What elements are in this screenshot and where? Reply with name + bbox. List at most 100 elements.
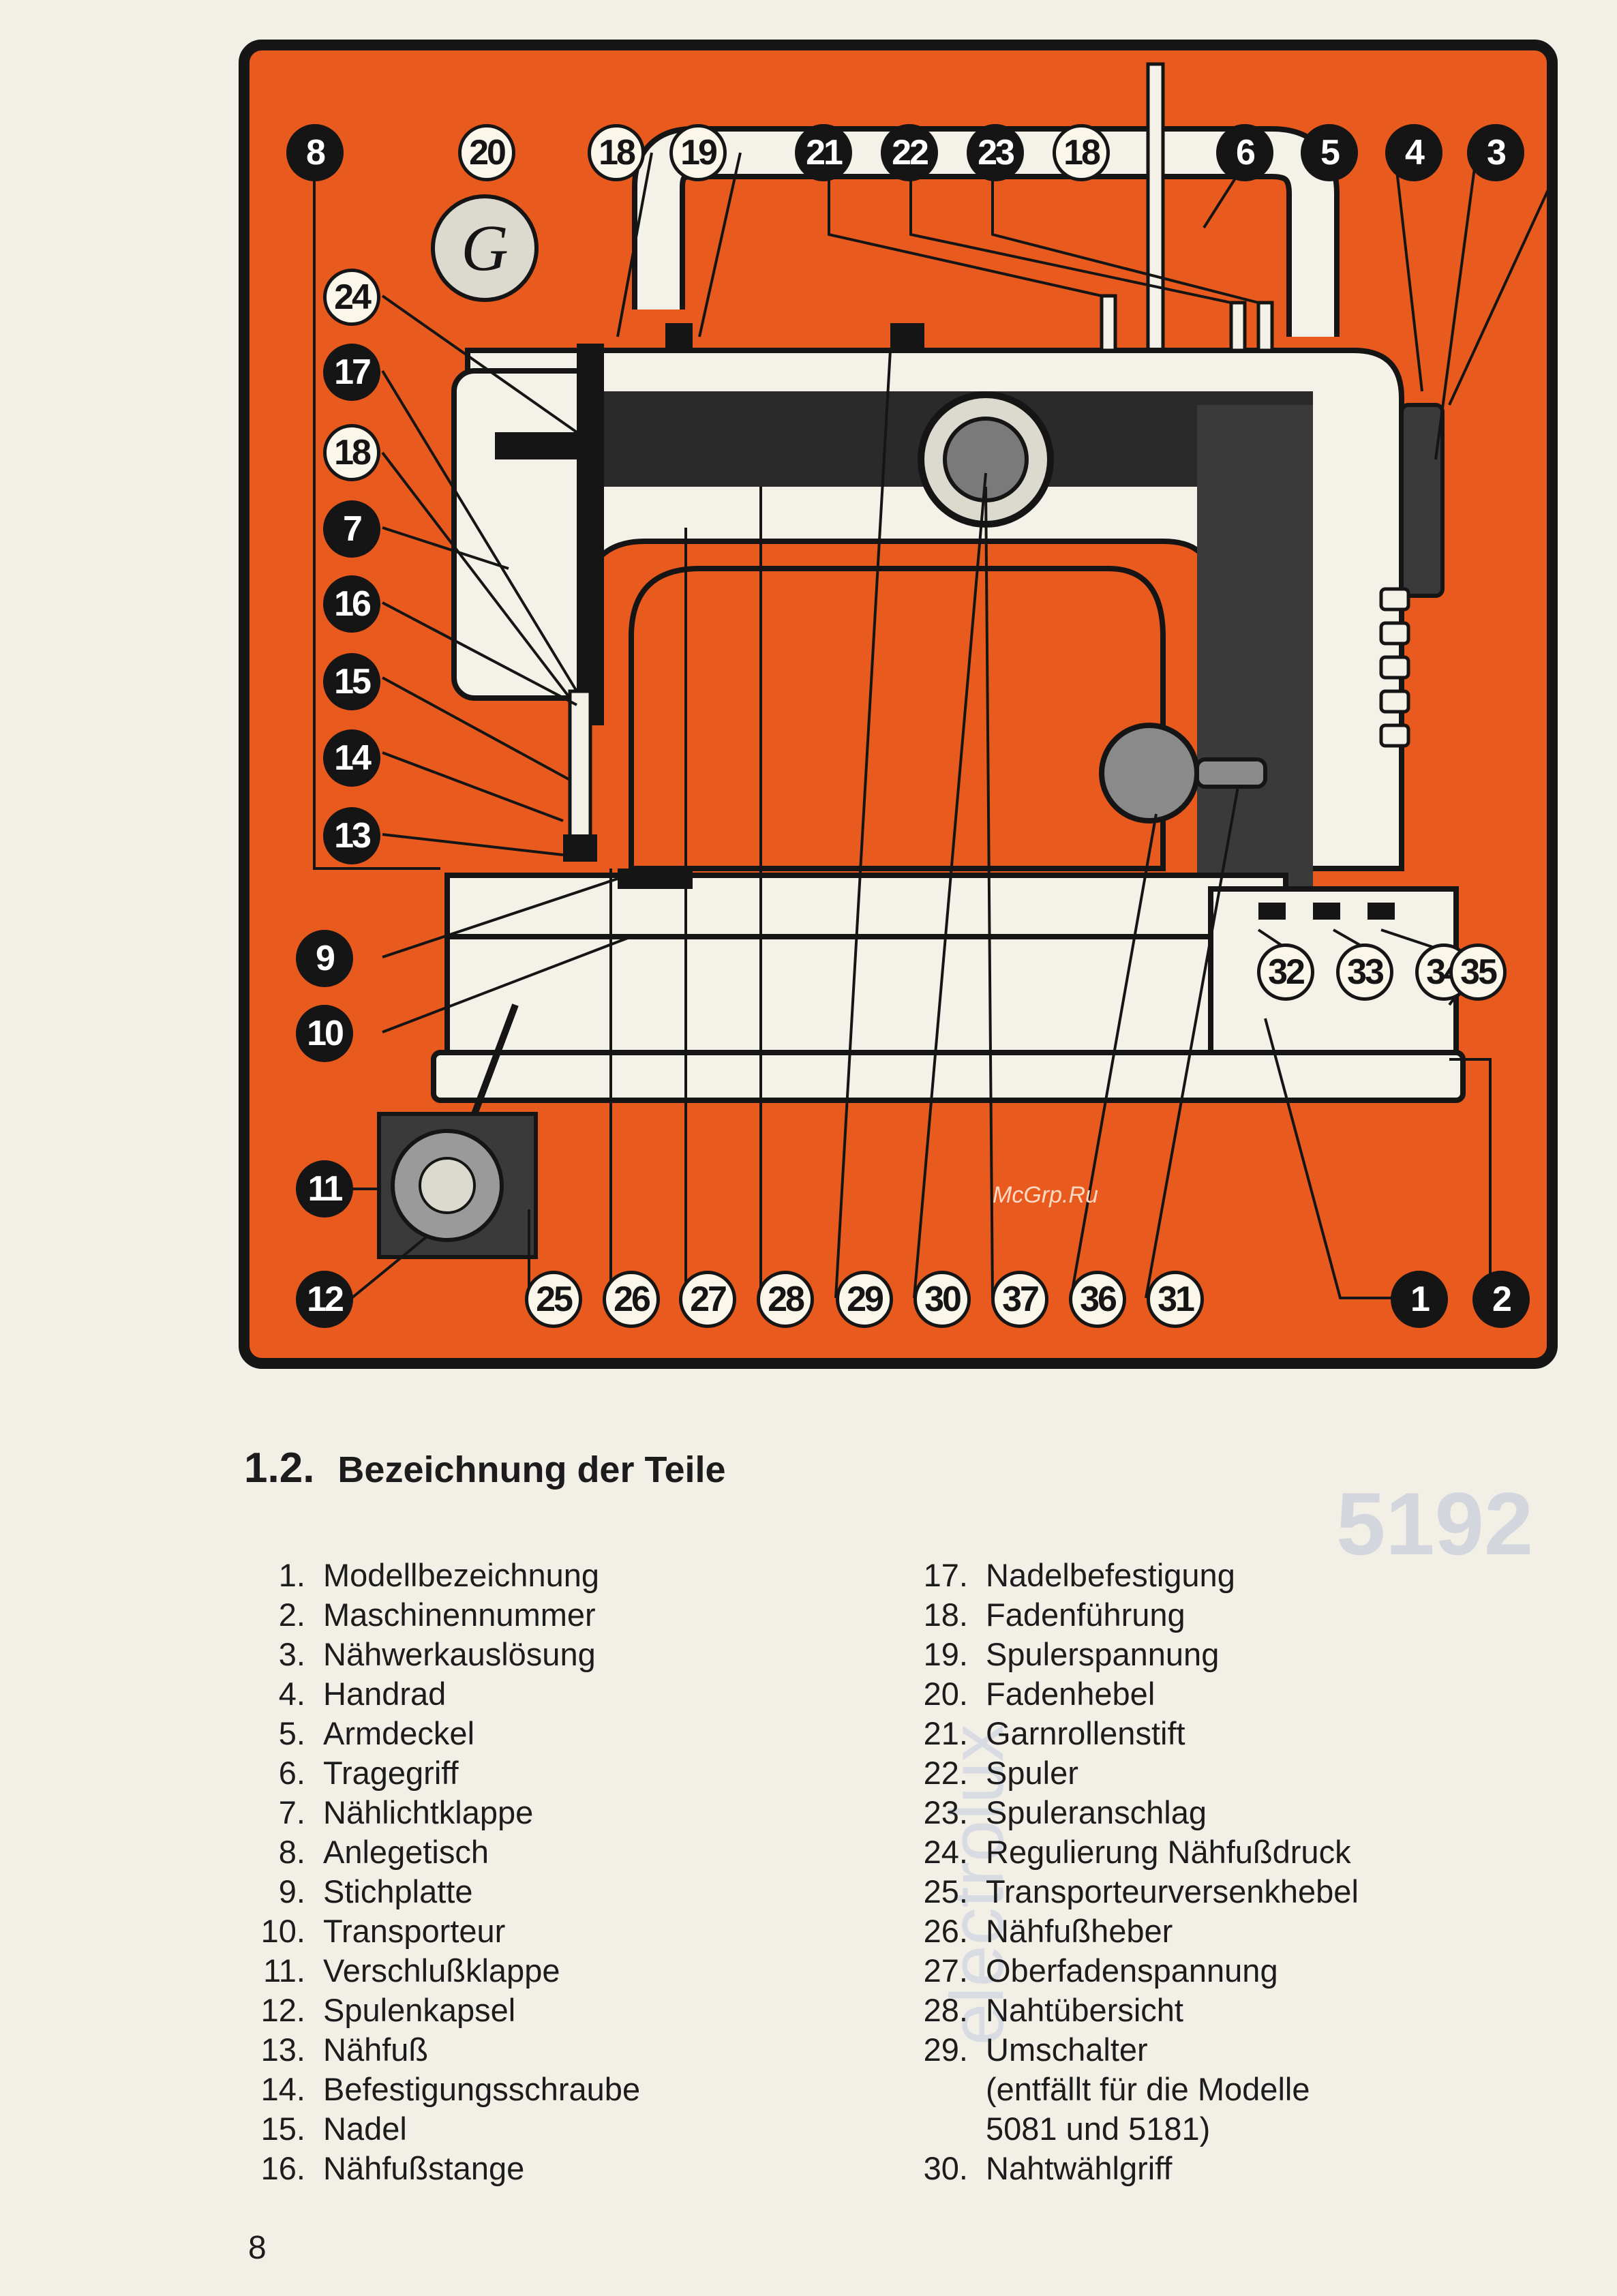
part-item: 23.Spuleranschlag <box>888 1793 1359 1832</box>
part-item: 30. Nahtwählgriff <box>888 2149 1359 2188</box>
part-item: 5081 und 5181) <box>888 2109 1359 2149</box>
part-number: 11. <box>263 1952 305 1989</box>
part-label: Nahtwählgriff <box>986 2150 1173 2186</box>
part-label: Transporteurversenkhebel <box>986 1873 1359 1909</box>
part-item: 25.Transporteurversenkhebel <box>888 1872 1359 1912</box>
part-label: Armdeckel <box>323 1715 475 1751</box>
callout-18-top-right: 18 <box>1053 124 1110 181</box>
part-item: 5. Armdeckel <box>225 1714 640 1753</box>
callout-27: 27 <box>679 1271 736 1328</box>
part-label: Nahtübersicht <box>986 1992 1183 2028</box>
callout-18-left: 18 <box>323 424 380 481</box>
part-item: 21.Garnrollenstift <box>888 1714 1359 1753</box>
callout-23: 23 <box>967 124 1024 181</box>
callout-26: 26 <box>603 1271 660 1328</box>
sewing-machine-illustration: G <box>377 62 1466 1259</box>
callout-32: 32 <box>1257 943 1314 1001</box>
callout-31: 31 <box>1147 1271 1204 1328</box>
part-item: 8.Anlegetisch <box>225 1832 640 1872</box>
part-item: 28.Nahtübersicht <box>888 1991 1359 2030</box>
part-item: 18. Fadenführung <box>888 1595 1359 1635</box>
part-label: Verschlußklappe <box>323 1952 560 1989</box>
part-label: Nählichtklappe <box>323 1794 534 1830</box>
part-label: Nadelbefestigung <box>986 1557 1235 1593</box>
part-item: 11. Verschlußklappe <box>225 1951 640 1991</box>
callout-36: 36 <box>1069 1271 1126 1328</box>
part-number: 2. <box>278 1597 305 1633</box>
callout-13: 13 <box>323 807 380 864</box>
part-item: 3.Nähwerkauslösung <box>225 1635 640 1674</box>
callout-22: 22 <box>881 124 938 181</box>
part-label: Maschinennummer <box>323 1597 596 1633</box>
callout-20: 20 <box>458 124 515 181</box>
callout-16: 16 <box>323 575 380 633</box>
part-number: 14. <box>260 2071 305 2107</box>
part-label: Spulerspannung <box>986 1636 1220 1672</box>
part-number: 26. <box>923 1913 968 1949</box>
part-label: Stichplatte <box>323 1873 473 1909</box>
part-item: 15.Nadel <box>225 2109 640 2149</box>
part-label: Nähwerkauslösung <box>323 1636 596 1672</box>
part-label: Spuleranschlag <box>986 1794 1207 1830</box>
part-item: 6.Tragegriff <box>225 1753 640 1793</box>
part-number: 8. <box>278 1834 305 1870</box>
part-label: Fadenführung <box>986 1597 1185 1633</box>
callout-2: 2 <box>1472 1271 1530 1328</box>
part-item: 20.Fadenhebel <box>888 1674 1359 1714</box>
part-item: 22.Spuler <box>888 1753 1359 1793</box>
part-label: Fadenhebel <box>986 1676 1155 1712</box>
bobbin-symbol: G <box>461 211 508 284</box>
callout-29: 29 <box>836 1271 893 1328</box>
part-number <box>888 2109 986 2149</box>
callout-37: 37 <box>991 1271 1048 1328</box>
part-label: Nähfußstange <box>323 2150 525 2186</box>
part-number: 24. <box>923 1834 968 1870</box>
callout-18: 18 <box>588 124 645 181</box>
callout-28: 28 <box>757 1271 814 1328</box>
part-item: 2. Maschinennummer <box>225 1595 640 1635</box>
part-label: Spulenkapsel <box>323 1992 516 2028</box>
part-number: 13. <box>260 2031 305 2068</box>
callout-33: 33 <box>1336 943 1393 1001</box>
part-item: 29.Umschalter <box>888 2030 1359 2070</box>
part-number: 12. <box>260 1992 305 2028</box>
part-label: Spuler <box>986 1755 1078 1791</box>
part-label: Regulierung Nähfußdruck <box>986 1834 1351 1870</box>
part-item: 16.Nähfußstange <box>225 2149 640 2188</box>
part-item: 1.Modellbezeichnung <box>225 1556 640 1595</box>
callout-5: 5 <box>1301 124 1358 181</box>
part-number: 1. <box>278 1557 305 1593</box>
part-number: 18. <box>923 1597 968 1633</box>
part-number: 6. <box>278 1755 305 1791</box>
part-item: 12. Spulenkapsel <box>225 1991 640 2030</box>
callout-10: 10 <box>296 1005 353 1062</box>
part-number: 5. <box>278 1715 305 1751</box>
callout-25: 25 <box>525 1271 582 1328</box>
callout-4: 4 <box>1385 124 1442 181</box>
part-item: 17. Nadelbefestigung <box>888 1556 1359 1595</box>
part-number: 7. <box>278 1794 305 1830</box>
callout-1: 1 <box>1391 1271 1448 1328</box>
section-heading: 1.2. Bezeichnung der Teile <box>244 1444 726 1492</box>
part-item: 26.Nähfußheber <box>888 1912 1359 1951</box>
show-through-number: 5192 <box>1336 1474 1534 1573</box>
part-label: Handrad <box>323 1676 447 1712</box>
part-number: 30. <box>923 2150 968 2186</box>
part-number: 17. <box>923 1557 968 1593</box>
part-label: Transporteur <box>323 1913 506 1949</box>
callout-15: 15 <box>323 653 380 710</box>
callout-35: 35 <box>1449 943 1507 1001</box>
part-label: (entfällt für die Modelle <box>986 2071 1310 2107</box>
part-label: Befestigungsschraube <box>323 2071 641 2107</box>
part-label: Garnrollenstift <box>986 1715 1185 1751</box>
callout-8: 8 <box>286 124 344 181</box>
part-item: 14. Befestigungsschraube <box>225 2070 640 2109</box>
part-item: 19.Spulerspannung <box>888 1635 1359 1674</box>
part-label: Umschalter <box>986 2031 1148 2068</box>
callout-3: 3 <box>1467 124 1524 181</box>
part-label: Nähfuß <box>323 2031 429 2068</box>
callout-19: 19 <box>669 124 727 181</box>
callout-12: 12 <box>296 1271 353 1328</box>
